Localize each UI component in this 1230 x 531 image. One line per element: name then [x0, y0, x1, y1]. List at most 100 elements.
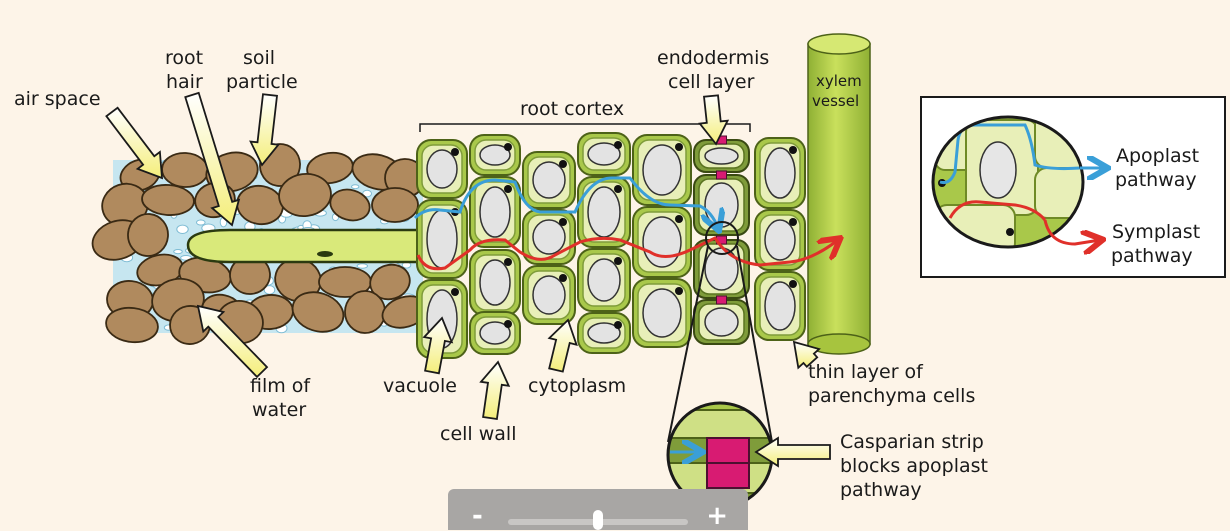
cortex-cells	[416, 132, 692, 359]
soil-particle	[369, 263, 411, 301]
cortex-cell-nucleus	[504, 320, 512, 328]
parenchyma-cell-vacuole	[764, 147, 796, 199]
casparian-mark	[716, 295, 727, 305]
soil-particle	[278, 173, 332, 217]
labels: air space root hair soil particle root c…	[14, 47, 988, 501]
air-bubble	[356, 263, 368, 269]
label-endodermis-1: endodermis	[657, 47, 769, 69]
pathway-legend: Apoplast pathway Symplast pathway	[920, 96, 1226, 278]
soil-particle	[127, 213, 169, 257]
pointer-vacuole	[422, 316, 454, 375]
cortex-cell-vacuole	[587, 142, 621, 166]
air-bubble	[351, 184, 360, 190]
cortex-cell-nucleus	[614, 257, 622, 265]
label-root-cortex: root cortex	[520, 98, 624, 120]
symplast-pathway	[416, 238, 838, 271]
parenchyma-cell-vacuole	[764, 219, 796, 261]
cortex-cell-vacuole	[426, 209, 458, 269]
cortex-cell-vacuole	[479, 186, 511, 238]
cortex-cell-nucleus	[451, 148, 459, 156]
cortex-cell-vacuole	[532, 219, 566, 255]
endodermis-cells	[693, 135, 750, 345]
cortex-cell-nucleus	[559, 160, 567, 168]
casparian-mark	[716, 170, 727, 180]
air-bubble	[362, 189, 373, 198]
label-pointers	[105, 91, 831, 468]
cortex-cell-vacuole	[479, 321, 511, 345]
pointer-air-space	[105, 106, 164, 180]
root-hair	[186, 228, 432, 264]
parenchyma-cell-nucleus	[789, 146, 797, 154]
pointer-root-hair	[184, 91, 241, 227]
cortex-cell-vacuole	[587, 322, 621, 344]
soil-particle	[344, 290, 386, 334]
soil-particle	[291, 291, 345, 333]
cortex-cell-vacuole	[587, 258, 621, 302]
cortex-cell-nucleus	[614, 185, 622, 193]
label-film-1: film of	[250, 375, 311, 397]
label-root-hair-1: root	[165, 47, 203, 69]
zoom-control: - +	[448, 489, 748, 530]
cortex-cell-vacuole	[642, 216, 682, 268]
pointer-parenchyma	[792, 340, 821, 370]
xylem-vessel	[807, 33, 871, 355]
label-endodermis-2: cell layer	[668, 71, 755, 93]
label-cell-wall: cell wall	[440, 423, 516, 445]
parenchyma-cell-nucleus	[789, 280, 797, 288]
cortex-cell-nucleus	[559, 274, 567, 282]
zoom-slider-thumb[interactable]	[593, 510, 603, 530]
parenchyma-cell-nucleus	[789, 218, 797, 226]
cortex-cell-nucleus	[504, 258, 512, 266]
soil-particle	[105, 306, 159, 344]
endodermis-vacuole	[704, 307, 739, 337]
pointer-cell-wall	[479, 360, 511, 421]
air-bubble	[176, 224, 189, 235]
cortex-cell-vacuole	[479, 259, 511, 306]
label-film-2: water	[252, 399, 306, 421]
air-bubble	[173, 249, 183, 255]
label-soil-2: particle	[226, 71, 298, 93]
pointer-cytoplasm	[547, 318, 578, 373]
cortex-cell-nucleus	[675, 143, 683, 151]
root-cortex-bracket	[419, 123, 751, 132]
cortex-cell-nucleus	[451, 288, 459, 296]
soil-particle	[141, 184, 195, 216]
label-cytoplasm: cytoplasm	[528, 375, 626, 397]
zoom-source-circle	[705, 221, 739, 255]
label-casparian-3: pathway	[840, 479, 922, 501]
cortex-cell-vacuole	[532, 275, 566, 315]
label-xylem-2: vessel	[812, 92, 859, 110]
legend-symplast-2: pathway	[1111, 245, 1193, 267]
pointer-casparian-strip	[754, 436, 831, 468]
cortex-cell-nucleus	[614, 321, 622, 329]
zoom-out-button[interactable]: -	[472, 501, 483, 531]
parenchyma-cell-vacuole	[764, 281, 796, 331]
parenchyma-cells	[754, 137, 806, 341]
label-air-space: air space	[14, 88, 101, 110]
pointer-endodermis	[698, 94, 730, 146]
cortex-cell-nucleus	[504, 185, 512, 193]
pointer-film-of-water	[196, 304, 269, 379]
cortex-cell-vacuole	[426, 149, 458, 189]
cortex-cell-vacuole	[587, 186, 621, 238]
label-casparian-2: blocks apoplast	[840, 455, 988, 477]
label-parenchyma-1: thin layer of	[808, 361, 924, 383]
cortex-cell-vacuole	[642, 144, 682, 196]
zoom-in-button[interactable]: +	[706, 501, 728, 531]
endodermis-vacuole	[704, 147, 739, 165]
label-parenchyma-2: parenchyma cells	[808, 385, 975, 407]
cortex-cell-nucleus	[614, 141, 622, 149]
label-xylem-1: xylem	[816, 72, 862, 90]
cortex-cell-vacuole	[479, 144, 511, 166]
cortex-cell-vacuole	[532, 161, 566, 199]
endodermis-vacuole	[704, 182, 739, 228]
label-root-hair-2: hair	[166, 71, 203, 93]
label-vacuole: vacuole	[383, 375, 457, 397]
pointer-soil-particle	[249, 93, 281, 167]
apoplast-pathway	[413, 176, 718, 228]
cortex-cell-nucleus	[559, 218, 567, 226]
legend-apoplast-2: pathway	[1115, 169, 1197, 191]
cortex-cell-vacuole	[642, 288, 682, 338]
